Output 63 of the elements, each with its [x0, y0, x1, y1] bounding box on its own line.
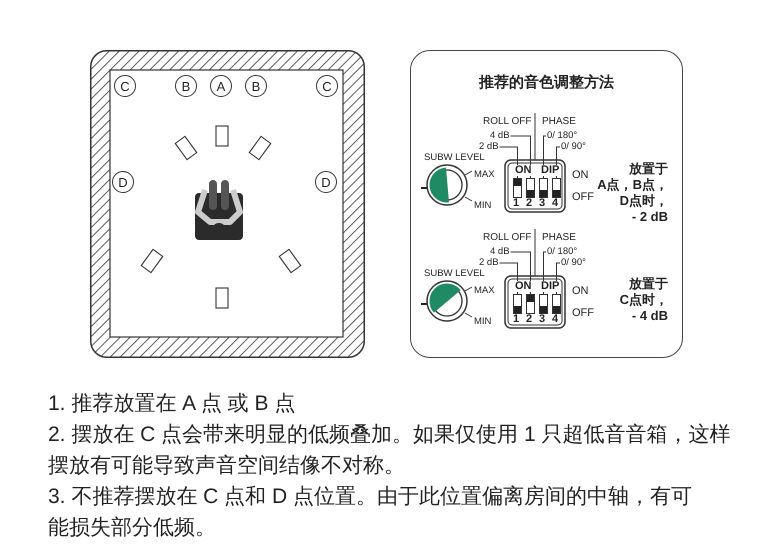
knob-scale-label: MAX — [474, 286, 495, 296]
switch-header: ON — [514, 281, 532, 292]
panel-title: 推荐的音色调整方法 — [478, 73, 615, 92]
leader-line — [499, 262, 518, 294]
switch-number: 1 — [513, 198, 520, 209]
switch-number: 2 — [526, 314, 532, 325]
knob-scale-label: MAX — [474, 170, 495, 180]
switch-number: 2 — [526, 198, 532, 209]
setting-label: 0/ 180° — [547, 247, 578, 257]
switch-group-label: PHASE — [542, 233, 576, 243]
leader-line — [543, 136, 546, 178]
leader-line — [556, 146, 560, 178]
room-floor-plan — [90, 50, 365, 358]
switch-group-label: PHASE — [542, 117, 576, 127]
knob-label: SUBW LEVEL — [424, 269, 485, 278]
switch-number: 3 — [539, 198, 546, 209]
settings-panel — [410, 50, 683, 358]
placement-note: - 2 dB — [632, 210, 668, 223]
placement-note: A点，B点， — [597, 178, 668, 191]
setting-label: 0/ 180° — [547, 131, 578, 141]
setting-label: 4 dB — [490, 131, 510, 141]
note-text: 2. 摆放在 C 点会带来明显的低频叠加。如果仅使用 1 只超低音音箱，这样摆放有可能导致声音空间结像不对称。 — [48, 422, 732, 479]
switch-header: ON — [514, 165, 532, 176]
dip-switch-lever — [526, 294, 535, 314]
switch-group-label: ROLL OFF — [483, 117, 532, 127]
switch-state-label: ON — [572, 286, 588, 297]
switch-number: 4 — [552, 198, 558, 209]
note-text: 3. 不推荐摆放在 C 点和 D 点位置。由于此位置偏离房间的中轴，有可能损失部分低频。 — [48, 484, 694, 541]
leader-line — [543, 252, 546, 294]
placement-note: 放置于 — [629, 162, 668, 175]
setting-label: 2 dB — [479, 142, 499, 152]
dip-switch-lever — [526, 178, 535, 198]
switch-state-label: OFF — [572, 192, 594, 203]
dip-switch-lever — [552, 294, 561, 314]
placement-note: - 4 dB — [632, 309, 668, 322]
dip-switch-lever — [539, 178, 548, 198]
dip-switch-lever — [513, 294, 522, 314]
setting-label: 0/ 90° — [561, 142, 586, 152]
setting-label: 4 dB — [490, 247, 510, 257]
leader-line — [499, 146, 518, 178]
leader-line — [510, 136, 531, 178]
knob-label: SUBW LEVEL — [424, 153, 485, 162]
switch-number: 1 — [513, 314, 520, 325]
placement-note: C点时， — [620, 293, 668, 306]
switch-number: 3 — [539, 314, 546, 325]
dip-switch-lever — [552, 178, 561, 198]
placement-note: D点时， — [620, 194, 668, 207]
placement-note: 放置于 — [629, 277, 668, 290]
switch-group-label: ROLL OFF — [483, 233, 532, 243]
setting-label: 2 dB — [479, 258, 499, 268]
switch-header: DIP — [540, 165, 560, 176]
knob-scale-label: MIN — [474, 317, 492, 326]
leader-line — [556, 262, 560, 294]
switch-header: DIP — [540, 281, 560, 292]
knob-scale-label: MIN — [474, 201, 492, 210]
dip-switch-lever — [513, 178, 522, 198]
leader-line — [510, 252, 531, 294]
dip-switch-lever — [539, 294, 548, 314]
switch-number: 4 — [552, 314, 558, 325]
switch-state-label: OFF — [572, 308, 594, 319]
switch-state-label: ON — [572, 170, 588, 181]
note-text: 1. 推荐放置在 A 点 或 B 点 — [48, 391, 296, 417]
setting-label: 0/ 90° — [561, 258, 586, 268]
